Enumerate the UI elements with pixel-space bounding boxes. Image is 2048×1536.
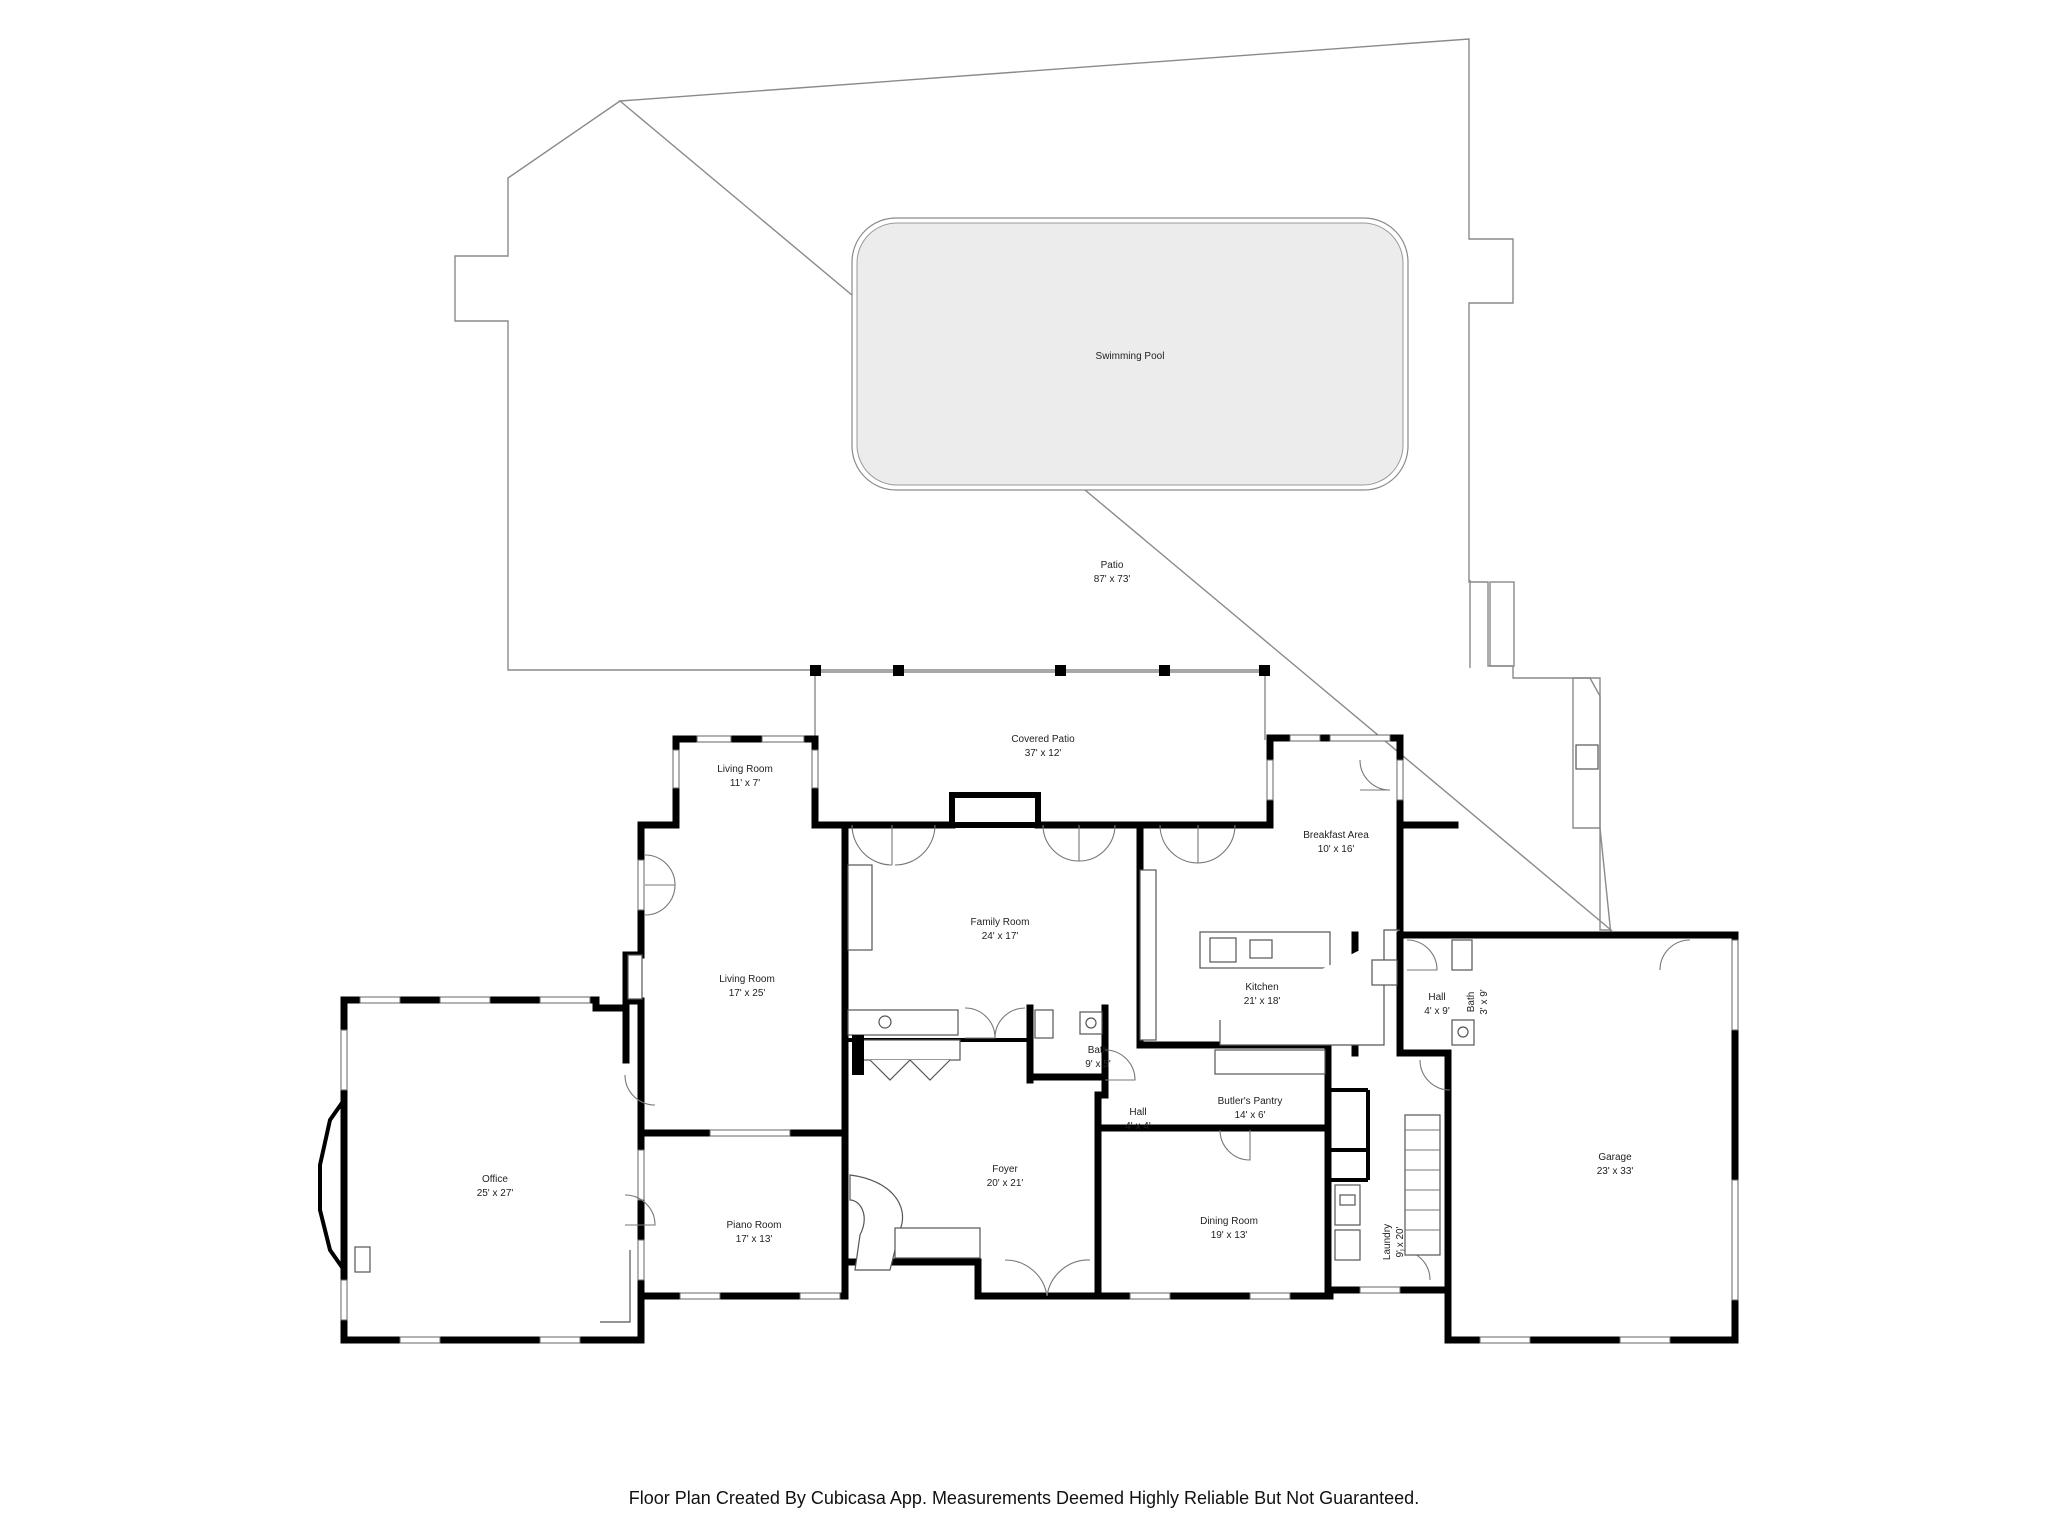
doors [624, 759, 1691, 1297]
room-name-butlers-pantry: Butler's Pantry [1218, 1096, 1283, 1107]
room-size-dining-room: 19' x 13' [1211, 1230, 1248, 1241]
room-name-living-room: Living Room [719, 974, 775, 985]
office-bay-window [318, 1098, 346, 1272]
patio-post [1259, 665, 1270, 676]
patio-post [810, 665, 821, 676]
room-name-patio: Patio [1101, 560, 1124, 571]
room-size-patio: 87' x 73' [1094, 574, 1131, 585]
room-size-covered-patio: 37' x 12' [1025, 748, 1062, 759]
room-size-family-room: 24' x 17' [982, 931, 1019, 942]
room-name-family-room: Family Room [971, 917, 1030, 928]
room-name-bath-east: Bath [1466, 992, 1477, 1013]
room-size-breakfast-area: 10' x 16' [1318, 844, 1355, 855]
room-size-office: 25' x 27' [477, 1188, 514, 1199]
patio-post [1055, 665, 1066, 676]
patio-outline-west [454, 100, 815, 671]
patio-post [893, 665, 904, 676]
room-name-dining-room: Dining Room [1200, 1216, 1258, 1227]
windows [340, 734, 1739, 1344]
room-size-living-room: 17' x 25' [729, 988, 766, 999]
room-size-butlers-pantry: 14' x 6' [1234, 1110, 1265, 1121]
room-name-breakfast-area: Breakfast Area [1303, 830, 1369, 841]
room-name-foyer: Foyer [992, 1164, 1018, 1175]
room-size-living-room-small: 11' x 7' [730, 778, 760, 789]
room-name-hall-center: Hall [1129, 1107, 1146, 1118]
room-name-hall-east: Hall [1428, 992, 1445, 1003]
room-size-piano-room: 17' x 13' [736, 1234, 773, 1245]
fixtures [354, 864, 1475, 1323]
room-labels: Swimming Pool Patio 87' x 73' Covered Pa… [477, 351, 1634, 1260]
patio-post [1159, 665, 1170, 676]
room-size-kitchen: 21' x 18' [1244, 996, 1281, 1007]
room-size-bath-center: 9' x 5' [1085, 1059, 1111, 1070]
room-size-garage: 23' x 33' [1597, 1166, 1634, 1177]
exterior-walls [340, 734, 1739, 1344]
swimming-pool [856, 222, 1404, 486]
room-name-laundry: Laundry [1382, 1224, 1393, 1260]
outdoor-grill [1575, 744, 1599, 770]
room-name-swimming-pool: Swimming Pool [1096, 351, 1165, 362]
room-size-hall-center: 4' x 4' [1125, 1121, 1151, 1132]
room-size-foyer: 20' x 21' [987, 1178, 1024, 1189]
outdoor-kitchen [1572, 677, 1601, 829]
patio-outline [618, 38, 1613, 931]
patio-planter [1489, 581, 1515, 667]
side-path [1599, 827, 1612, 936]
room-size-laundry: 9' x 20' [1395, 1226, 1406, 1257]
room-name-bath-center: Bath [1088, 1045, 1109, 1056]
room-size-hall-east: 4' x 9' [1424, 1006, 1450, 1017]
footer-disclaimer: Floor Plan Created By Cubicasa App. Meas… [628, 1488, 1420, 1508]
room-name-piano-room: Piano Room [726, 1220, 781, 1231]
room-name-kitchen: Kitchen [1245, 982, 1278, 993]
room-name-garage: Garage [1598, 1152, 1632, 1163]
room-name-office: Office [482, 1174, 508, 1185]
room-name-covered-patio: Covered Patio [1011, 734, 1075, 745]
room-name-living-room-small: Living Room [717, 764, 773, 775]
room-size-bath-east: 3' x 9' [1479, 989, 1490, 1015]
